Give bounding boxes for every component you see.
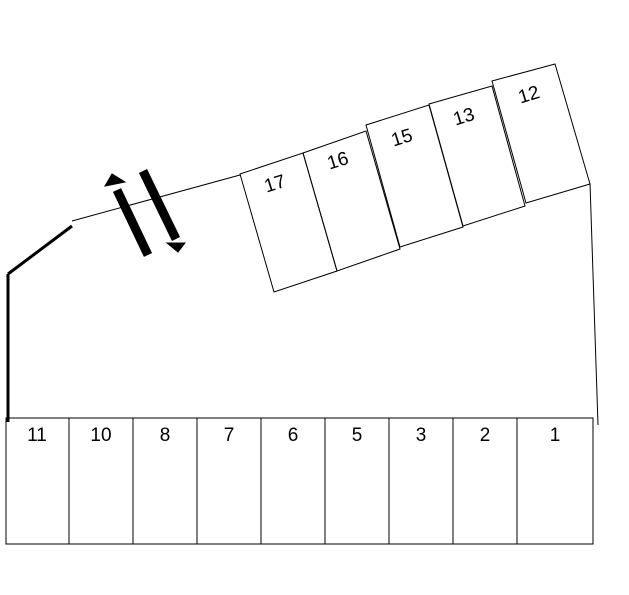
space-label: 1	[550, 425, 561, 446]
space-label: 6	[288, 425, 299, 446]
space-label: 2	[480, 425, 491, 446]
parking-space-16	[302, 130, 401, 272]
bottom-row-outline	[5, 417, 594, 545]
space-label: 11	[27, 425, 47, 446]
parking-space-13	[428, 85, 526, 227]
bottom-row-labels: 11 10 8 7 6 5 3 2 1	[27, 425, 560, 446]
space-label: 13	[451, 104, 477, 130]
space-label: 5	[352, 425, 363, 446]
right-boundary-line	[589, 182, 599, 426]
space-label: 16	[325, 148, 351, 174]
space-label: 15	[389, 125, 415, 151]
two-way-arrows-icon	[104, 169, 187, 257]
lot-boundary	[6, 174, 599, 426]
bottom-parking-row	[5, 417, 594, 545]
left-diagonal-wall	[7, 224, 73, 276]
space-label: 12	[516, 82, 542, 108]
space-label: 7	[224, 425, 235, 446]
space-label: 17	[262, 171, 288, 197]
parking-space-15	[365, 104, 464, 248]
space-label: 3	[416, 425, 427, 446]
angled-row-labels: 17 16 15 13 12	[262, 82, 542, 197]
parking-space-12	[491, 63, 591, 204]
parking-space-17	[239, 152, 338, 293]
space-label: 10	[90, 425, 111, 446]
angled-parking-row	[239, 63, 591, 293]
space-label: 8	[160, 425, 171, 446]
